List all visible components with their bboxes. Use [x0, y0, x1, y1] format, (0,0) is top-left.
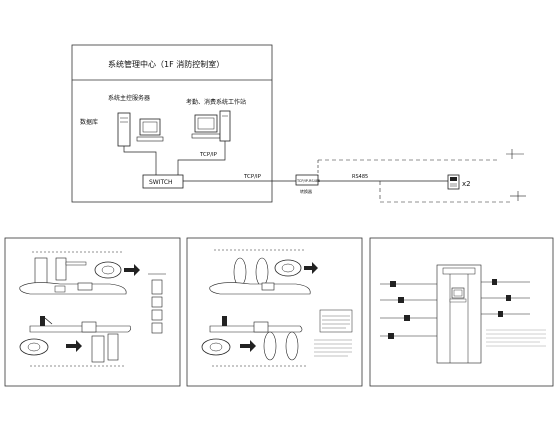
car-icon-2 — [19, 338, 49, 356]
parking-panel-left — [4, 237, 181, 387]
terminal-multiplier: x2 — [462, 180, 471, 188]
parking-panel-middle — [186, 237, 363, 387]
converter-sublabel: 转换器 — [300, 188, 312, 194]
control-center-title: 系统管理中心（1F 消防控制室） — [108, 59, 224, 69]
switch-box: SWITCH — [142, 174, 184, 189]
rs485-label: RS485 — [352, 174, 368, 180]
network-panel-right — [369, 237, 554, 387]
converter-box: TCP/IP-RS485 转换器 — [295, 174, 320, 194]
workstation-tower-icon — [219, 110, 231, 142]
server-to-switch-line — [123, 146, 157, 175]
switch-label: SWITCH — [149, 179, 173, 186]
arrow-icon — [124, 264, 140, 276]
database-label: 数据库 — [80, 118, 98, 126]
workstation-label: 考勤、消费系统工作站 — [186, 98, 246, 106]
converter-label: TCP/IP-RS485 — [296, 179, 320, 183]
server-monitor-icon — [136, 118, 164, 142]
lower-dashed-branch — [379, 181, 510, 203]
workstation-monitor-icon — [191, 114, 221, 139]
terminal-device-icon — [447, 174, 460, 190]
server-icon — [117, 112, 131, 147]
tcpip-label-2: TCP/IP — [243, 174, 262, 180]
workstation-to-switch-line — [177, 141, 226, 175]
tcpip-label-1: TCP/IP — [199, 152, 218, 158]
car-icon — [94, 261, 122, 279]
control-center-panel: 系统管理中心（1F 消防控制室） — [71, 44, 273, 203]
server-label: 系统主控服务器 — [108, 94, 150, 102]
